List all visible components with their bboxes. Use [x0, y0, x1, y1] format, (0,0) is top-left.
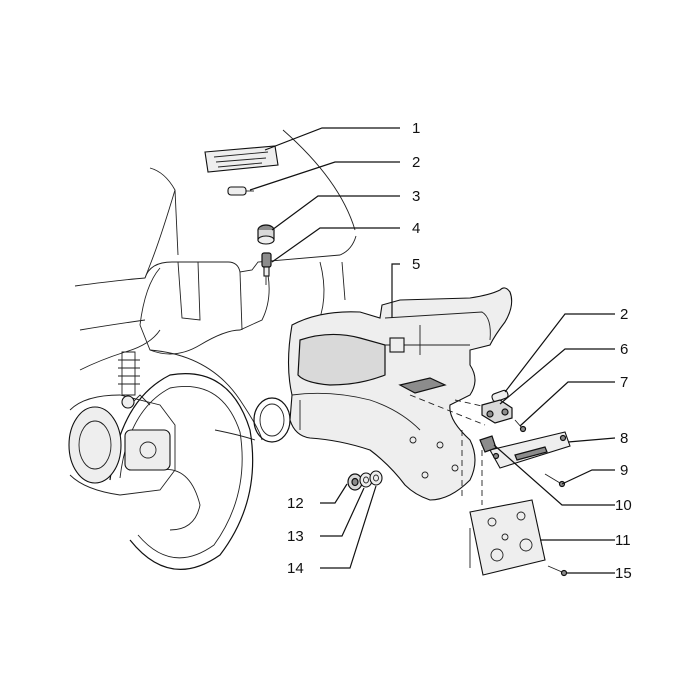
leader-10 — [493, 444, 615, 506]
callout-8: 8 — [620, 430, 628, 447]
leader-13 — [320, 487, 365, 537]
leader-8 — [567, 437, 616, 443]
callout-13: 13 — [287, 528, 304, 545]
part-14-washer — [369, 470, 383, 486]
callout-1: 1 — [412, 120, 420, 137]
part-7-screw — [514, 419, 527, 433]
part-6-bulb-holder — [481, 399, 513, 424]
leader-lines — [249, 127, 616, 574]
leader-14 — [320, 485, 377, 569]
leader-5 — [391, 263, 400, 318]
part-2-bulb-upper — [227, 186, 254, 196]
fender-reflector — [253, 397, 291, 443]
engine-hub — [68, 351, 176, 496]
part-12-nut — [347, 473, 363, 491]
part-1-label-plate — [204, 145, 279, 173]
part-10-clip — [479, 435, 497, 453]
leader-3 — [271, 195, 400, 231]
callout-5: 5 — [412, 256, 420, 273]
part-5-mudguard — [287, 287, 513, 501]
callout-labels: 1 2 3 4 5 2 6 7 8 9 10 11 12 13 14 15 — [287, 120, 632, 582]
leader-7 — [519, 381, 615, 427]
part-3-nut — [257, 224, 275, 245]
callout-2-upper: 2 — [412, 154, 420, 171]
callout-11: 11 — [615, 532, 631, 549]
leader-4 — [271, 227, 400, 263]
leader-2a — [249, 161, 400, 191]
part-11-plate-bracket — [469, 499, 546, 576]
callout-12: 12 — [287, 495, 304, 512]
leader-12 — [320, 483, 348, 504]
part-15-screw — [547, 565, 568, 577]
leader-6 — [499, 348, 615, 405]
assembly-lines — [409, 394, 501, 505]
part-2-bulb-right — [491, 389, 509, 403]
callout-7: 7 — [620, 374, 628, 391]
callout-14: 14 — [287, 560, 304, 577]
rear-wheel — [109, 373, 254, 570]
part-8-lens — [489, 431, 571, 469]
callout-6: 6 — [620, 341, 628, 358]
callout-9: 9 — [620, 462, 628, 479]
callout-3: 3 — [412, 188, 420, 205]
callout-10: 10 — [615, 497, 632, 514]
part-9-screw — [544, 473, 566, 488]
callout-2-right: 2 — [620, 306, 628, 323]
callout-4: 4 — [412, 220, 420, 237]
callout-15: 15 — [615, 565, 632, 582]
leader-2b — [504, 313, 615, 393]
scooter-body-outline — [74, 129, 357, 441]
leader-9 — [561, 469, 615, 485]
part-4-switch — [261, 252, 272, 285]
leader-1 — [264, 127, 400, 151]
